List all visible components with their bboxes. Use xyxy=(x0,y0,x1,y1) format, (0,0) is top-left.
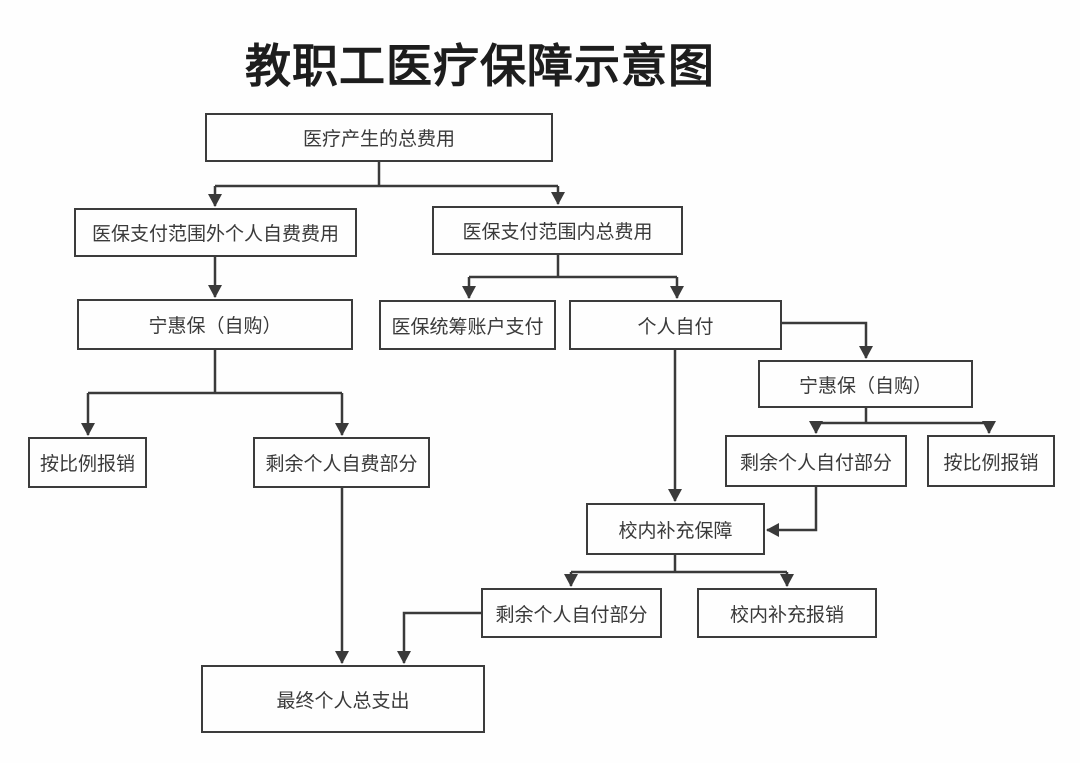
node-outside-scope-self-funded: 医保支付范围外个人自费费用 xyxy=(74,208,357,257)
node-proportional-reimbursement-right: 按比例报销 xyxy=(927,435,1055,487)
edge-total-to-children xyxy=(208,162,565,207)
edge-inside-to-children xyxy=(462,255,684,299)
edge-ninghuibao-left-to-children xyxy=(81,350,349,436)
edge-selfpay-to-ninghuibao-right xyxy=(782,321,873,359)
node-remaining-self-pay-bottom: 剩余个人自付部分 xyxy=(481,588,662,638)
node-campus-supplement-reimbursement: 校内补充报销 xyxy=(697,588,877,638)
page-title: 教职工医疗保障示意图 xyxy=(245,40,715,92)
node-proportional-reimbursement-left: 按比例报销 xyxy=(28,437,147,488)
node-inside-scope-total: 医保支付范围内总费用 xyxy=(432,206,683,255)
edge-campus-supplement-to-children xyxy=(564,555,794,587)
node-total-medical-cost: 医疗产生的总费用 xyxy=(205,113,553,162)
edge-remaining-right-to-campus-supplement xyxy=(766,487,818,537)
node-remaining-self-pay-right: 剩余个人自付部分 xyxy=(725,435,907,487)
edge-remaining-bottom-to-final xyxy=(397,611,481,664)
node-personal-self-pay: 个人自付 xyxy=(569,300,782,350)
node-campus-supplement-coverage: 校内补充保障 xyxy=(586,503,765,555)
node-final-personal-total: 最终个人总支出 xyxy=(201,665,485,733)
node-ninghuibao-right: 宁惠保（自购） xyxy=(758,360,973,408)
node-remaining-self-funded: 剩余个人自费部分 xyxy=(253,437,430,488)
node-pooled-account-payment: 医保统筹账户支付 xyxy=(379,300,556,350)
node-ninghuibao-left: 宁惠保（自购） xyxy=(77,299,353,350)
edge-ninghuibao-right-to-children xyxy=(809,408,996,434)
